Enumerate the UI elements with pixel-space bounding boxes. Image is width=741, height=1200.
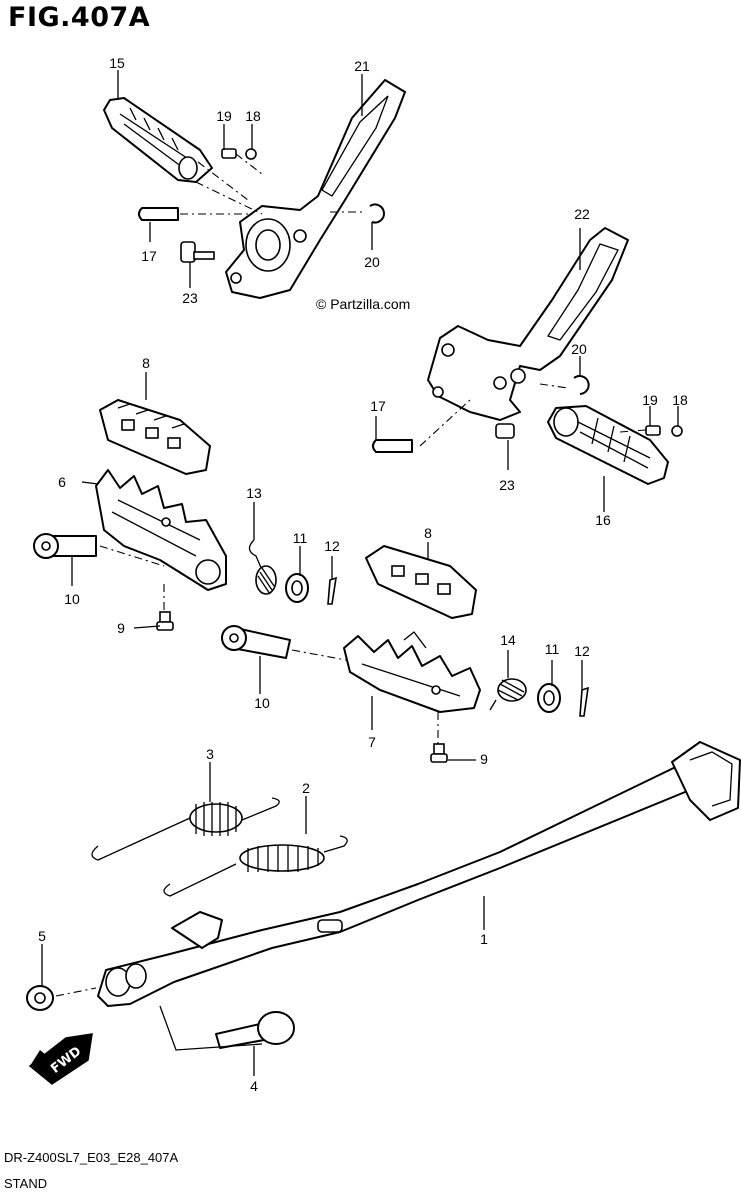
cotter-pin-12-right — [579, 686, 589, 717]
diagram-code: DR-Z400SL7_E03_E28_407A — [4, 1150, 179, 1165]
callout-19-right: 19 — [642, 392, 658, 408]
callout-23-upper: 23 — [182, 290, 198, 306]
callout-5: 5 — [38, 928, 46, 944]
callout-8-left: 8 — [142, 355, 150, 371]
callout-15: 15 — [109, 55, 125, 71]
washer-11-right — [537, 683, 561, 713]
cotter-pin-12-left — [327, 576, 337, 605]
callout-7: 7 — [368, 734, 376, 750]
copyright-watermark: © Partzilla.com — [316, 296, 411, 312]
callout-17-right: 17 — [370, 398, 386, 414]
bolt-9-right — [430, 743, 448, 763]
bolt-4 — [215, 1011, 295, 1049]
callout-6: 6 — [58, 474, 66, 490]
callout-16: 16 — [595, 512, 611, 528]
bolt-9-left — [156, 611, 174, 631]
callout-1: 1 — [480, 931, 488, 947]
footrest-bracket-22 — [427, 227, 629, 421]
callout-18-upper: 18 — [245, 108, 261, 124]
callout-10-left: 10 — [64, 591, 80, 607]
callout-20-upper: 20 — [364, 254, 380, 270]
small-parts-upper — [138, 148, 385, 263]
pin-10-right — [221, 625, 291, 659]
footrest-pad-8-left — [99, 399, 211, 475]
callout-17-upper: 17 — [141, 248, 157, 264]
callout-13: 13 — [246, 485, 262, 501]
callout-22: 22 — [574, 206, 590, 222]
spring-14 — [489, 678, 527, 711]
callout-12-right: 12 — [574, 643, 590, 659]
callout-12-left: 12 — [324, 538, 340, 554]
fwd-arrow-icon: FWD — [28, 1033, 93, 1085]
callout-10-right: 10 — [254, 695, 270, 711]
callout-3: 3 — [206, 746, 214, 762]
washer-11-left — [285, 573, 309, 603]
nut-5 — [26, 985, 54, 1011]
callout-11-left: 11 — [293, 530, 308, 546]
footrest-7 — [343, 631, 481, 713]
footrest-pad-8-right — [365, 545, 477, 619]
leader-lines — [41, 70, 679, 1076]
callout-23-right: 23 — [499, 477, 515, 493]
small-parts-right — [372, 375, 683, 453]
spring-13 — [248, 539, 277, 595]
spring-3 — [91, 797, 280, 861]
callout-8-right: 8 — [424, 525, 432, 541]
callout-20-right: 20 — [571, 341, 587, 357]
callout-11-right: 11 — [545, 641, 560, 657]
side-stand-1 — [97, 741, 741, 1007]
callout-4: 4 — [250, 1078, 258, 1094]
footpeg-15 — [103, 97, 213, 183]
footrest-6 — [95, 469, 227, 591]
callout-21: 21 — [354, 58, 370, 74]
callout-19-upper: 19 — [216, 108, 232, 124]
diagram-name: STAND — [4, 1176, 48, 1191]
figure-title: FIG.407A — [8, 2, 151, 33]
spring-2 — [163, 835, 348, 897]
callout-9-right: 9 — [480, 751, 488, 767]
pin-10-left — [33, 533, 97, 559]
callout-14: 14 — [500, 632, 516, 648]
footpeg-16 — [547, 405, 669, 485]
callout-18-right: 18 — [672, 392, 688, 408]
footrest-bracket-21 — [225, 79, 406, 299]
callout-9-left: 9 — [117, 620, 125, 636]
callout-2: 2 — [302, 780, 310, 796]
